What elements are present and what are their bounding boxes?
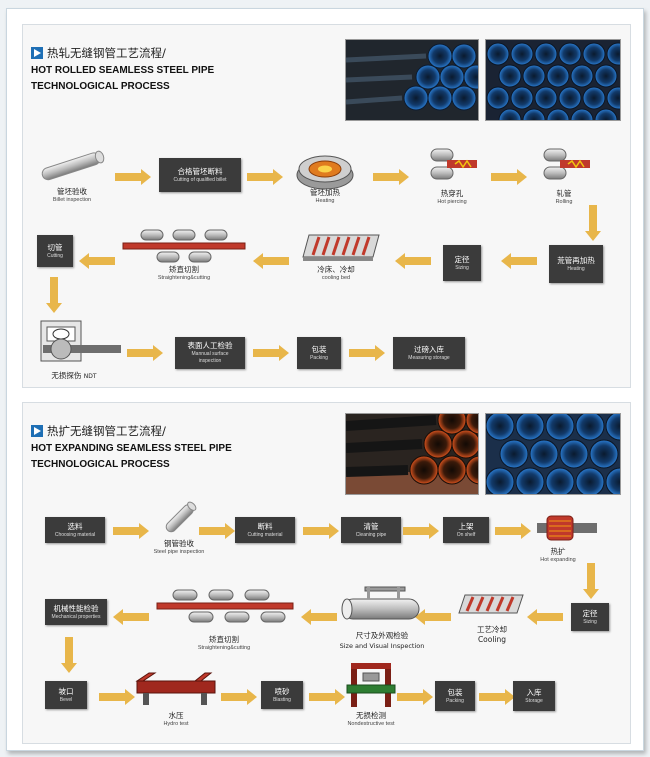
flow-arrow-left: [253, 253, 289, 269]
flow-arrow-left: [79, 253, 115, 269]
flow-arrow: [99, 689, 135, 705]
steel-pipe-inspection-label: 钢管验收 Steel pipe inspection: [153, 539, 205, 555]
size-visual-label: 尺寸及外观检验 Size and Visual Inspection: [339, 631, 425, 650]
straightening-label: 矫直切割 Straightening&cutting: [197, 635, 251, 651]
ndt-label: 无损探伤 NDT: [51, 371, 97, 380]
sizing-box: 定径 Sizing: [571, 603, 609, 631]
ndt-frame-icon: [346, 663, 396, 707]
measuring-storage-box: 过磅入库 Measuring storage: [393, 337, 465, 369]
cutting-box: 切管 Cutting: [37, 235, 73, 267]
hot-rolled-title-en-1: HOT ROLLED SEAMLESS STEEL PIPE: [31, 65, 215, 76]
blue-pipe-ends-image: [486, 40, 620, 120]
flow-arrow: [247, 169, 283, 185]
pipe-stack-image: [346, 40, 478, 120]
flow-arrow: [349, 345, 385, 361]
packing-box: 包装 Packing: [297, 337, 341, 369]
flow-arrow-down: [46, 277, 62, 313]
flow-arrow: [309, 689, 345, 705]
cutting-billet-box: 合格管坯断料 Cutting of qualified billet: [159, 158, 241, 192]
storage-box: 入库 Storage: [513, 681, 555, 711]
caliper-inspection-icon: [341, 586, 420, 620]
flow-arrow: [303, 523, 339, 539]
flow-arrow: [113, 523, 149, 539]
flow-arrow-down: [585, 205, 601, 241]
piercing-mill-icon: [430, 148, 477, 180]
flow-arrow: [221, 689, 257, 705]
cooling-rack-icon: [458, 594, 524, 614]
flow-arrow-left: [395, 253, 431, 269]
hot-rolled-title-zh: 热轧无缝钢管工艺流程/: [47, 46, 166, 60]
blue-large-pipe-image: [486, 414, 620, 494]
flow-arrow: [199, 523, 235, 539]
section-logo-icon: [31, 425, 43, 437]
hot-piercing-label: 热穿孔 Hot piercing: [437, 189, 467, 205]
flow-arrow: [127, 345, 163, 361]
hot-expanding-label: 热扩 Hot expanding: [540, 547, 576, 563]
rolling-label: 轧管 Rolling: [555, 189, 573, 205]
billet-inspection-label: 管坯验收 Billet inspection: [52, 187, 92, 203]
hot-expanding-title-en-2: TECHNOLOGICAL PROCESS: [31, 459, 170, 470]
steel-pipe-icon: [165, 501, 197, 533]
cooling-bed-icon: [302, 234, 380, 261]
straightening-label: 矫直切割 Straightening&cutting: [157, 265, 211, 281]
flow-arrow: [491, 169, 527, 185]
rolling-mill-icon: [543, 148, 590, 180]
orange-pipe-photo: [345, 413, 479, 495]
blasting-box: 喷砂 Blasting: [261, 681, 303, 709]
cooling-bed-label: 冷床、冷却 cooling bed: [317, 265, 355, 281]
heating-label: 管坯加热 Heating: [310, 188, 340, 204]
hot-expanding-icon: [537, 515, 597, 541]
flow-arrow-left: [301, 609, 337, 625]
ndt-machine-icon: [40, 320, 121, 362]
reheating-box: 荒管再加热 Heating: [549, 245, 603, 283]
hot-rolled-title-en-2: TECHNOLOGICAL PROCESS: [31, 81, 170, 92]
mechanical-properties-box: 机械性能检验 Mechanical properties: [45, 599, 107, 625]
billet-icon: [41, 150, 105, 181]
flow-arrow: [373, 169, 409, 185]
flow-arrow: [115, 169, 151, 185]
manual-inspection-box: 表面人工检验 Mannual surface inspection: [175, 337, 245, 369]
flow-arrow: [495, 523, 531, 539]
section-logo-icon: [31, 47, 43, 59]
orange-pipe-ends-image: [346, 414, 478, 494]
straightening-machine-icon: [122, 229, 246, 263]
cooling-label: 工艺冷却 Cooling: [477, 625, 507, 644]
flow-arrow-left: [527, 609, 563, 625]
flow-arrow-down: [61, 637, 77, 673]
blue-pipe-photo: [485, 413, 621, 495]
on-shelf-box: 上架 On shelf: [443, 517, 489, 543]
flow-arrow-left: [113, 609, 149, 625]
packing-box: 包装 Packing: [435, 681, 475, 711]
hot-expanding-panel: 热扩无缝钢管工艺流程/ HOT EXPANDING SEAMLESS STEEL…: [22, 402, 631, 744]
ndt-label: 无损检测 Nondestructive test: [347, 711, 395, 727]
hydro-test-icon: [135, 672, 216, 705]
flow-arrow: [397, 689, 433, 705]
choosing-material-box: 选料 Choosing material: [45, 517, 105, 543]
pipe-stack-photo-2: [485, 39, 621, 121]
flow-arrow: [479, 689, 515, 705]
hot-expanding-title-en-1: HOT EXPANDING SEAMLESS STEEL PIPE: [31, 443, 232, 454]
bevel-box: 坡口 Bevel: [45, 681, 87, 709]
hydro-test-label: 水压 Hydro test: [163, 711, 189, 727]
hot-expanding-header: 热扩无缝钢管工艺流程/ HOT EXPANDING SEAMLESS STEEL…: [31, 423, 232, 471]
hot-rolled-header: 热轧无缝钢管工艺流程/ HOT ROLLED SEAMLESS STEEL PI…: [31, 45, 214, 93]
flow-arrow-left: [501, 253, 537, 269]
heating-furnace-icon: [296, 155, 354, 190]
sizing-box: 定径 Sizing: [443, 245, 481, 281]
flow-arrow: [253, 345, 289, 361]
straightening-machine-icon: [156, 589, 294, 623]
pipe-stack-photo-1: [345, 39, 479, 121]
cleaning-pipe-box: 清管 Cleaning pipe: [341, 517, 401, 543]
flow-arrow: [403, 523, 439, 539]
flow-arrow-down: [583, 563, 599, 599]
hot-rolled-panel: 热轧无缝钢管工艺流程/ HOT ROLLED SEAMLESS STEEL PI…: [22, 24, 631, 388]
cutting-material-box: 断料 Cutting material: [235, 517, 295, 543]
hot-expanding-title-zh: 热扩无缝钢管工艺流程/: [47, 424, 166, 438]
